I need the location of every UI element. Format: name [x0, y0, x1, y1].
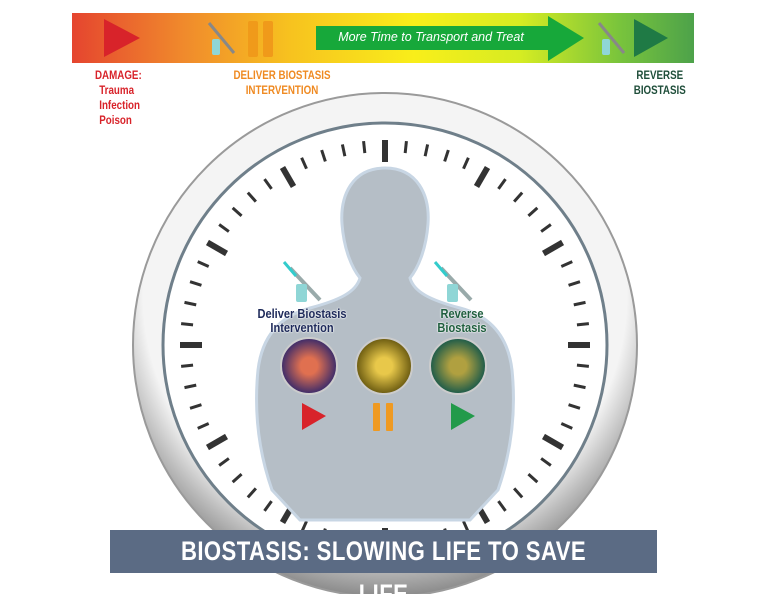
clock-tick: [568, 280, 581, 287]
clock-tick: [218, 223, 230, 233]
cell-image-purple: [280, 337, 338, 395]
syringe-icon: [433, 261, 473, 302]
clock-tick: [189, 403, 202, 410]
clock-tick: [263, 500, 273, 512]
clock-tick: [443, 149, 450, 162]
clock-tick: [568, 403, 581, 410]
clock-tick: [513, 191, 524, 203]
clock-graphic: [132, 92, 638, 594]
clock-tick: [279, 165, 297, 189]
clock-tick: [403, 140, 408, 154]
title-banner: BIOSTASIS: SLOWING LIFE TO SAVE LIFE: [110, 530, 657, 609]
clock-tick: [180, 322, 194, 327]
clock-tick: [340, 144, 347, 157]
clock-tick: [189, 280, 202, 287]
clock-tick: [497, 500, 507, 512]
clock-tick: [184, 383, 197, 390]
clock-tick: [541, 433, 565, 451]
syringe-icon: [282, 261, 322, 302]
clock-tick: [497, 178, 507, 190]
syringe-icon: [207, 22, 236, 55]
clock-tick: [423, 144, 430, 157]
clock-tick: [527, 473, 539, 484]
clock-tick: [573, 300, 586, 307]
clock-tick: [541, 239, 565, 257]
clock-tick: [246, 191, 257, 203]
clock-tick: [231, 473, 243, 484]
clock-tick: [184, 300, 197, 307]
clock-tick: [246, 487, 257, 499]
clock-tick: [473, 165, 491, 189]
syringe-icon: [597, 22, 626, 55]
clock-tick: [197, 260, 210, 268]
cell-image-yellow: [355, 337, 413, 395]
damage-label: DAMAGE: Trauma Infection Poison: [95, 70, 142, 127]
clock-tick: [180, 363, 194, 368]
clock-tick: [300, 157, 308, 170]
clock-tick: [205, 433, 229, 451]
clock-tick: [320, 149, 327, 162]
play-icon: [634, 19, 668, 57]
clock-tick: [462, 157, 470, 170]
clock-tick: [560, 260, 573, 268]
clock-tick: [197, 422, 210, 430]
clock-tick: [231, 206, 243, 217]
clock-tick: [362, 140, 367, 154]
clock-tick: [576, 322, 590, 327]
play-icon: [302, 403, 326, 430]
clock-tick: [513, 487, 524, 499]
clock-tick: [218, 457, 230, 467]
cell-image-green: [429, 337, 487, 395]
play-icon: [104, 19, 140, 57]
clock-tick: [540, 457, 552, 467]
clock-tick: [527, 206, 539, 217]
clock-tick: [576, 363, 590, 368]
clock-tick: [573, 383, 586, 390]
clock-tick: [540, 223, 552, 233]
clock-tick: [560, 422, 573, 430]
play-icon: [451, 403, 475, 430]
pause-icon: [373, 403, 380, 431]
clock-tick: [205, 239, 229, 257]
arrow-right-icon: [316, 16, 584, 61]
clock-tick: [263, 178, 273, 190]
arrow-text: More Time to Transport and Treat: [338, 30, 524, 44]
pause-icon: [248, 21, 273, 57]
